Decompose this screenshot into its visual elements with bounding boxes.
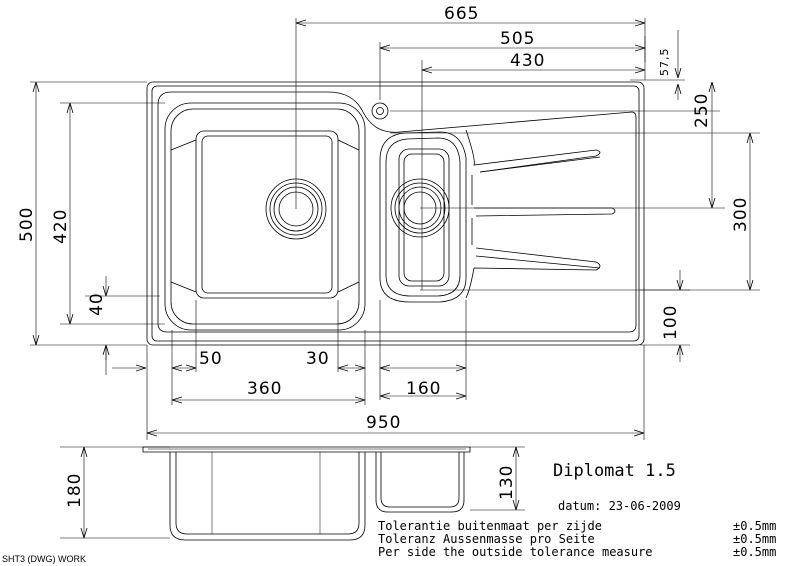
dim-100: 100 [661, 305, 681, 340]
dim-30: 30 [306, 349, 330, 369]
tolerance-text-en: Per side the outside tolerance measure [378, 545, 653, 559]
dim-250: 250 [692, 93, 712, 128]
dim-130: 130 [497, 465, 517, 500]
sink-outline [146, 81, 645, 346]
extension-lines [30, 18, 760, 539]
dim-180: 180 [65, 473, 85, 508]
dim-50: 50 [199, 349, 223, 369]
dim-40: 40 [87, 292, 107, 316]
side-section-view [142, 446, 471, 541]
model-title: Diplomat 1.5 [553, 461, 676, 481]
dim-500: 500 [17, 207, 37, 242]
dim-505: 505 [500, 29, 535, 49]
dimension-labels: 665 505 430 57,5 250 300 100 500 420 40 … [17, 4, 751, 508]
dim-420: 420 [51, 209, 71, 244]
tap-hole [371, 102, 389, 120]
dim-665: 665 [444, 4, 479, 24]
title-block: Diplomat 1.5 datum: 23-06-2009 Toleranti… [378, 461, 776, 559]
half-bowl [379, 131, 467, 303]
dim-160: 160 [406, 379, 441, 399]
tolerance-text-de: Toleranz Aussenmasse pro Seite [378, 532, 595, 546]
dimension-lines [36, 23, 750, 538]
dim-950: 950 [366, 413, 401, 433]
tolerance-text-nl: Tolerantie buitenmaat per zijde [378, 519, 602, 533]
footer-label: SHT3 (DWG) WORK [2, 554, 86, 564]
main-bowl [164, 102, 366, 331]
drawing-date: datum: 23-06-2009 [558, 499, 681, 513]
draining-board [465, 129, 616, 299]
dim-360: 360 [247, 379, 282, 399]
dim-430: 430 [510, 51, 545, 71]
tolerance-value-nl: ±0.5mm [733, 519, 776, 533]
tolerance-value-de: ±0.5mm [733, 532, 776, 546]
dim-57-5: 57,5 [658, 48, 671, 77]
tolerance-value-en: ±0.5mm [733, 545, 776, 559]
dim-300: 300 [731, 197, 751, 232]
